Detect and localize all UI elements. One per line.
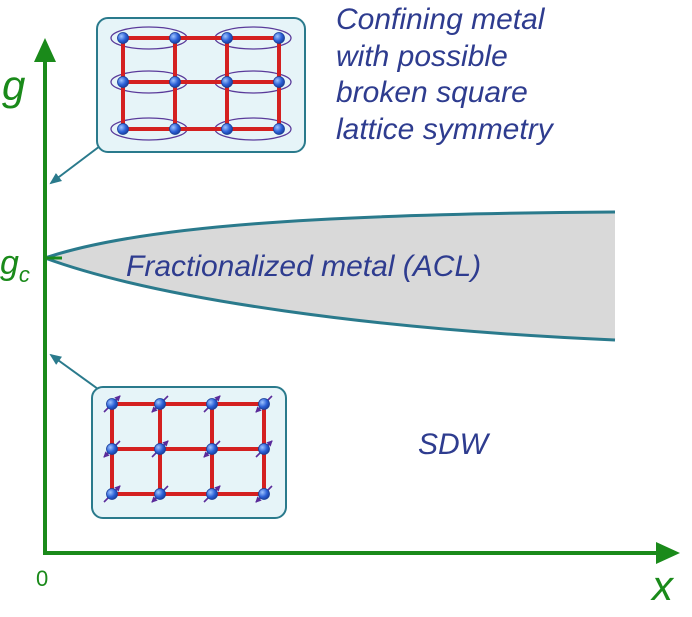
bottom-inset-pointer-arrow [49, 353, 99, 390]
fractionalized-metal-label: Fractionalized metal (ACL) [126, 250, 482, 283]
confining-line-4: lattice symmetry [336, 112, 553, 146]
critical-coupling-label: gc [0, 244, 30, 288]
sdw-label: SDW [418, 428, 488, 461]
top-inset-pointer-arrow [49, 142, 105, 185]
valence-bond-lattice-icon [96, 17, 306, 153]
upper-phase-boundary [44, 210, 616, 260]
confining-line-2: with possible [336, 39, 508, 73]
confining-line-1: Confining metal [336, 3, 545, 36]
y-axis-label: g [2, 62, 26, 109]
origin-label: 0 [36, 566, 49, 591]
confining-metal-label: Confining metal with possible broken squ… [336, 2, 636, 148]
x-axis-arrowhead [656, 542, 680, 564]
y-axis-arrowhead [34, 38, 56, 62]
critical-coupling-sub: c [18, 261, 30, 287]
fractionalized-region [45, 212, 615, 340]
lower-phase-boundary [44, 256, 616, 342]
critical-coupling-main: g [0, 244, 19, 282]
spin-density-wave-lattice-icon [91, 386, 287, 519]
confining-line-3: broken square [336, 76, 528, 109]
x-axis-label: x [652, 562, 673, 609]
